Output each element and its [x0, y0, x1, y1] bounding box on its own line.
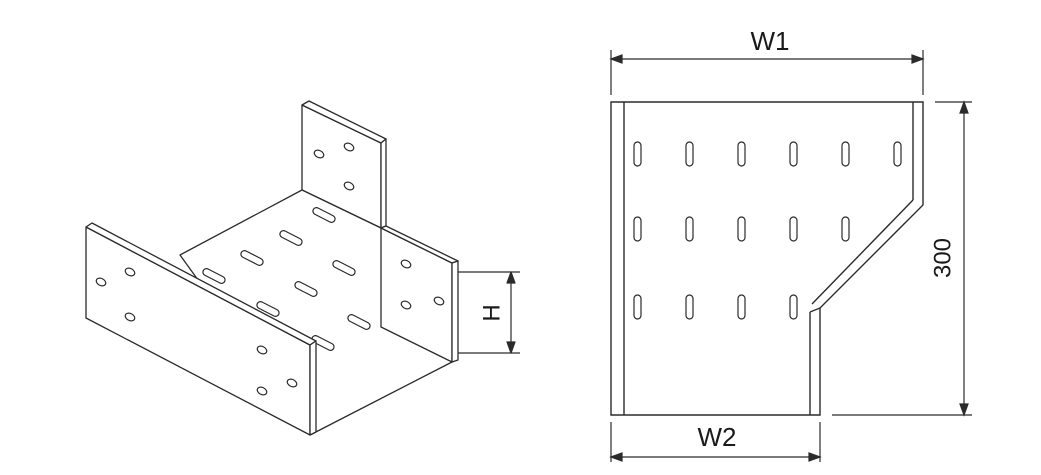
plan-slot [841, 141, 850, 167]
w2-arrow-left [609, 452, 623, 462]
w1-dimension [609, 50, 925, 95]
plan-slot [737, 141, 746, 167]
w1-label: W1 [751, 26, 790, 56]
bottom-slot [202, 268, 226, 284]
plan-slot [737, 216, 746, 242]
wall-hole [313, 149, 325, 159]
plan-slot [841, 216, 850, 242]
w2-label: W2 [698, 422, 737, 452]
bottom-slots [202, 207, 371, 351]
plan-slot [685, 141, 694, 167]
plan-slot [789, 216, 798, 242]
bottom-slot [279, 230, 303, 246]
w1-arrow-right [911, 54, 925, 64]
height-arrow-bottom [506, 341, 516, 354]
wall-hole [95, 277, 107, 287]
plan-slot [737, 294, 746, 320]
plan-slot [893, 141, 902, 167]
wall-hole [256, 386, 268, 396]
plan-slots [633, 141, 902, 320]
wall-hole [256, 345, 268, 355]
plan-slot [685, 294, 694, 320]
w1-arrow-left [609, 54, 623, 64]
w2-arrow-right [808, 452, 822, 462]
height-label: H [479, 304, 506, 321]
wall-hole [400, 259, 412, 269]
wall-hole [343, 181, 355, 191]
w2-dimension [609, 422, 822, 462]
height-dimension [458, 271, 520, 354]
length-label: 300 [930, 238, 957, 278]
wall-hole [124, 267, 136, 277]
right-side-wall-edge [451, 260, 459, 363]
diagonal-wall-inner-line [811, 199, 914, 305]
wall-holes [95, 142, 445, 396]
bottom-slot [332, 260, 356, 276]
back-side-wall-edge [380, 138, 387, 229]
plan-view [610, 101, 924, 416]
length-dimension [832, 100, 972, 417]
wall-hole [124, 312, 136, 322]
bottom-slot [347, 314, 371, 330]
bottom-slot [294, 281, 318, 297]
length-arrow-bottom [959, 403, 969, 417]
wall-hole [433, 296, 445, 306]
bottom-slot [312, 207, 336, 223]
wall-hole [286, 378, 298, 388]
wall-hole [400, 300, 412, 310]
plan-slot [789, 141, 798, 167]
plan-slot [789, 294, 798, 320]
height-arrow-top [506, 271, 516, 284]
isometric-view: H [85, 100, 520, 436]
bottom-slot [240, 250, 264, 266]
front-side-wall-edge [309, 340, 317, 436]
length-arrow-top [959, 100, 969, 114]
plan-slot [633, 216, 642, 242]
plan-slot [685, 216, 694, 242]
wall-hole [343, 142, 355, 152]
plan-slot [633, 294, 642, 320]
plan-slot [633, 141, 642, 167]
bottom-slot [256, 301, 280, 317]
bottom-slot [311, 335, 335, 351]
narrow-wall-cap [809, 307, 821, 313]
plan-outline [610, 101, 924, 416]
